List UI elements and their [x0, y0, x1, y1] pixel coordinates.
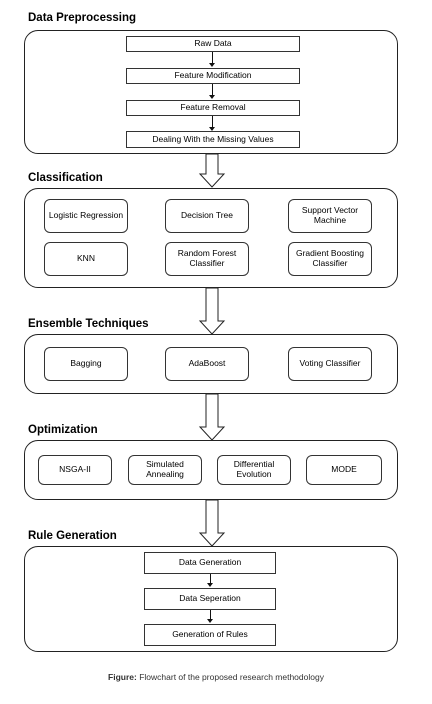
arrow-head [207, 619, 213, 623]
step-feature-removal: Feature Removal [126, 100, 300, 116]
method-differential-evolution: Differential Evolution [217, 455, 291, 485]
arrow-line [210, 574, 211, 584]
caption-label: Figure: [108, 672, 137, 682]
step-raw-data: Raw Data [126, 36, 300, 52]
arrow-head [207, 583, 213, 587]
model-knn: KNN [44, 242, 128, 276]
model-gradient-boosting: Gradient Boosting Classifier [288, 242, 372, 276]
model-svm: Support Vector Machine [288, 199, 372, 233]
section-title-preprocessing: Data Preprocessing [28, 12, 137, 24]
step-data-seperation: Data Seperation [144, 588, 276, 610]
method-adaboost: AdaBoost [165, 347, 249, 381]
method-mode: MODE [306, 455, 382, 485]
arrow-line [212, 84, 213, 96]
model-random-forest: Random Forest Classifier [165, 242, 249, 276]
arrow-head [209, 95, 215, 99]
flow-arrow-3 [198, 393, 226, 441]
method-nsga-ii: NSGA-II [38, 455, 112, 485]
method-voting-classifier: Voting Classifier [288, 347, 372, 381]
arrow-head [209, 127, 215, 131]
caption-text: Flowchart of the proposed research metho… [139, 672, 324, 682]
model-decision-tree: Decision Tree [165, 199, 249, 233]
flow-arrow-4 [198, 499, 226, 547]
section-title-classification: Classification [28, 172, 103, 184]
section-title-rules: Rule Generation [28, 530, 117, 542]
step-generation-of-rules: Generation of Rules [144, 624, 276, 646]
arrow-line [212, 116, 213, 128]
figure-caption: Figure: Flowchart of the proposed resear… [0, 672, 432, 682]
step-missing-values: Dealing With the Missing Values [126, 131, 300, 148]
method-simulated-annealing: Simulated Annealing [128, 455, 202, 485]
section-title-optimization: Optimization [28, 424, 98, 436]
flow-arrow-1 [198, 153, 226, 188]
method-bagging: Bagging [44, 347, 128, 381]
model-logistic-regression: Logistic Regression [44, 199, 128, 233]
step-feature-modification: Feature Modification [126, 68, 300, 84]
arrow-line [212, 52, 213, 64]
section-title-ensemble: Ensemble Techniques [28, 318, 149, 330]
flow-arrow-2 [198, 287, 226, 335]
arrow-head [209, 63, 215, 67]
arrow-line [210, 610, 211, 620]
step-data-generation: Data Generation [144, 552, 276, 574]
